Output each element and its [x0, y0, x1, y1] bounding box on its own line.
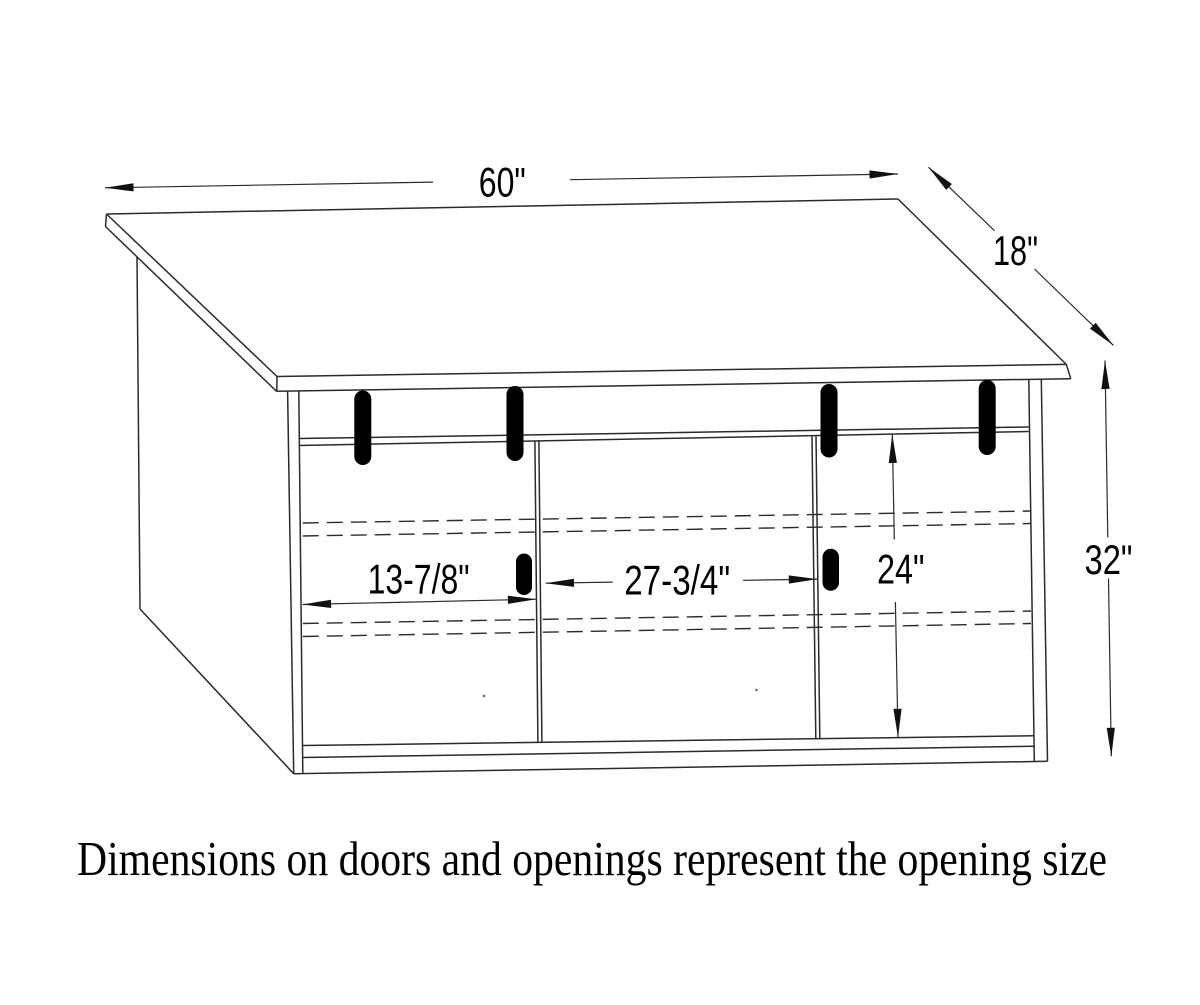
svg-text:32": 32" — [1085, 536, 1133, 583]
svg-text:24": 24" — [877, 546, 925, 593]
svg-text:18": 18" — [993, 227, 1038, 274]
svg-text:27-3/4": 27-3/4" — [624, 557, 730, 604]
svg-text:13-7/8": 13-7/8" — [368, 556, 470, 603]
svg-text:Dimensions on doors and openin: Dimensions on doors and openings represe… — [77, 832, 1107, 886]
svg-text:60": 60" — [479, 159, 526, 206]
